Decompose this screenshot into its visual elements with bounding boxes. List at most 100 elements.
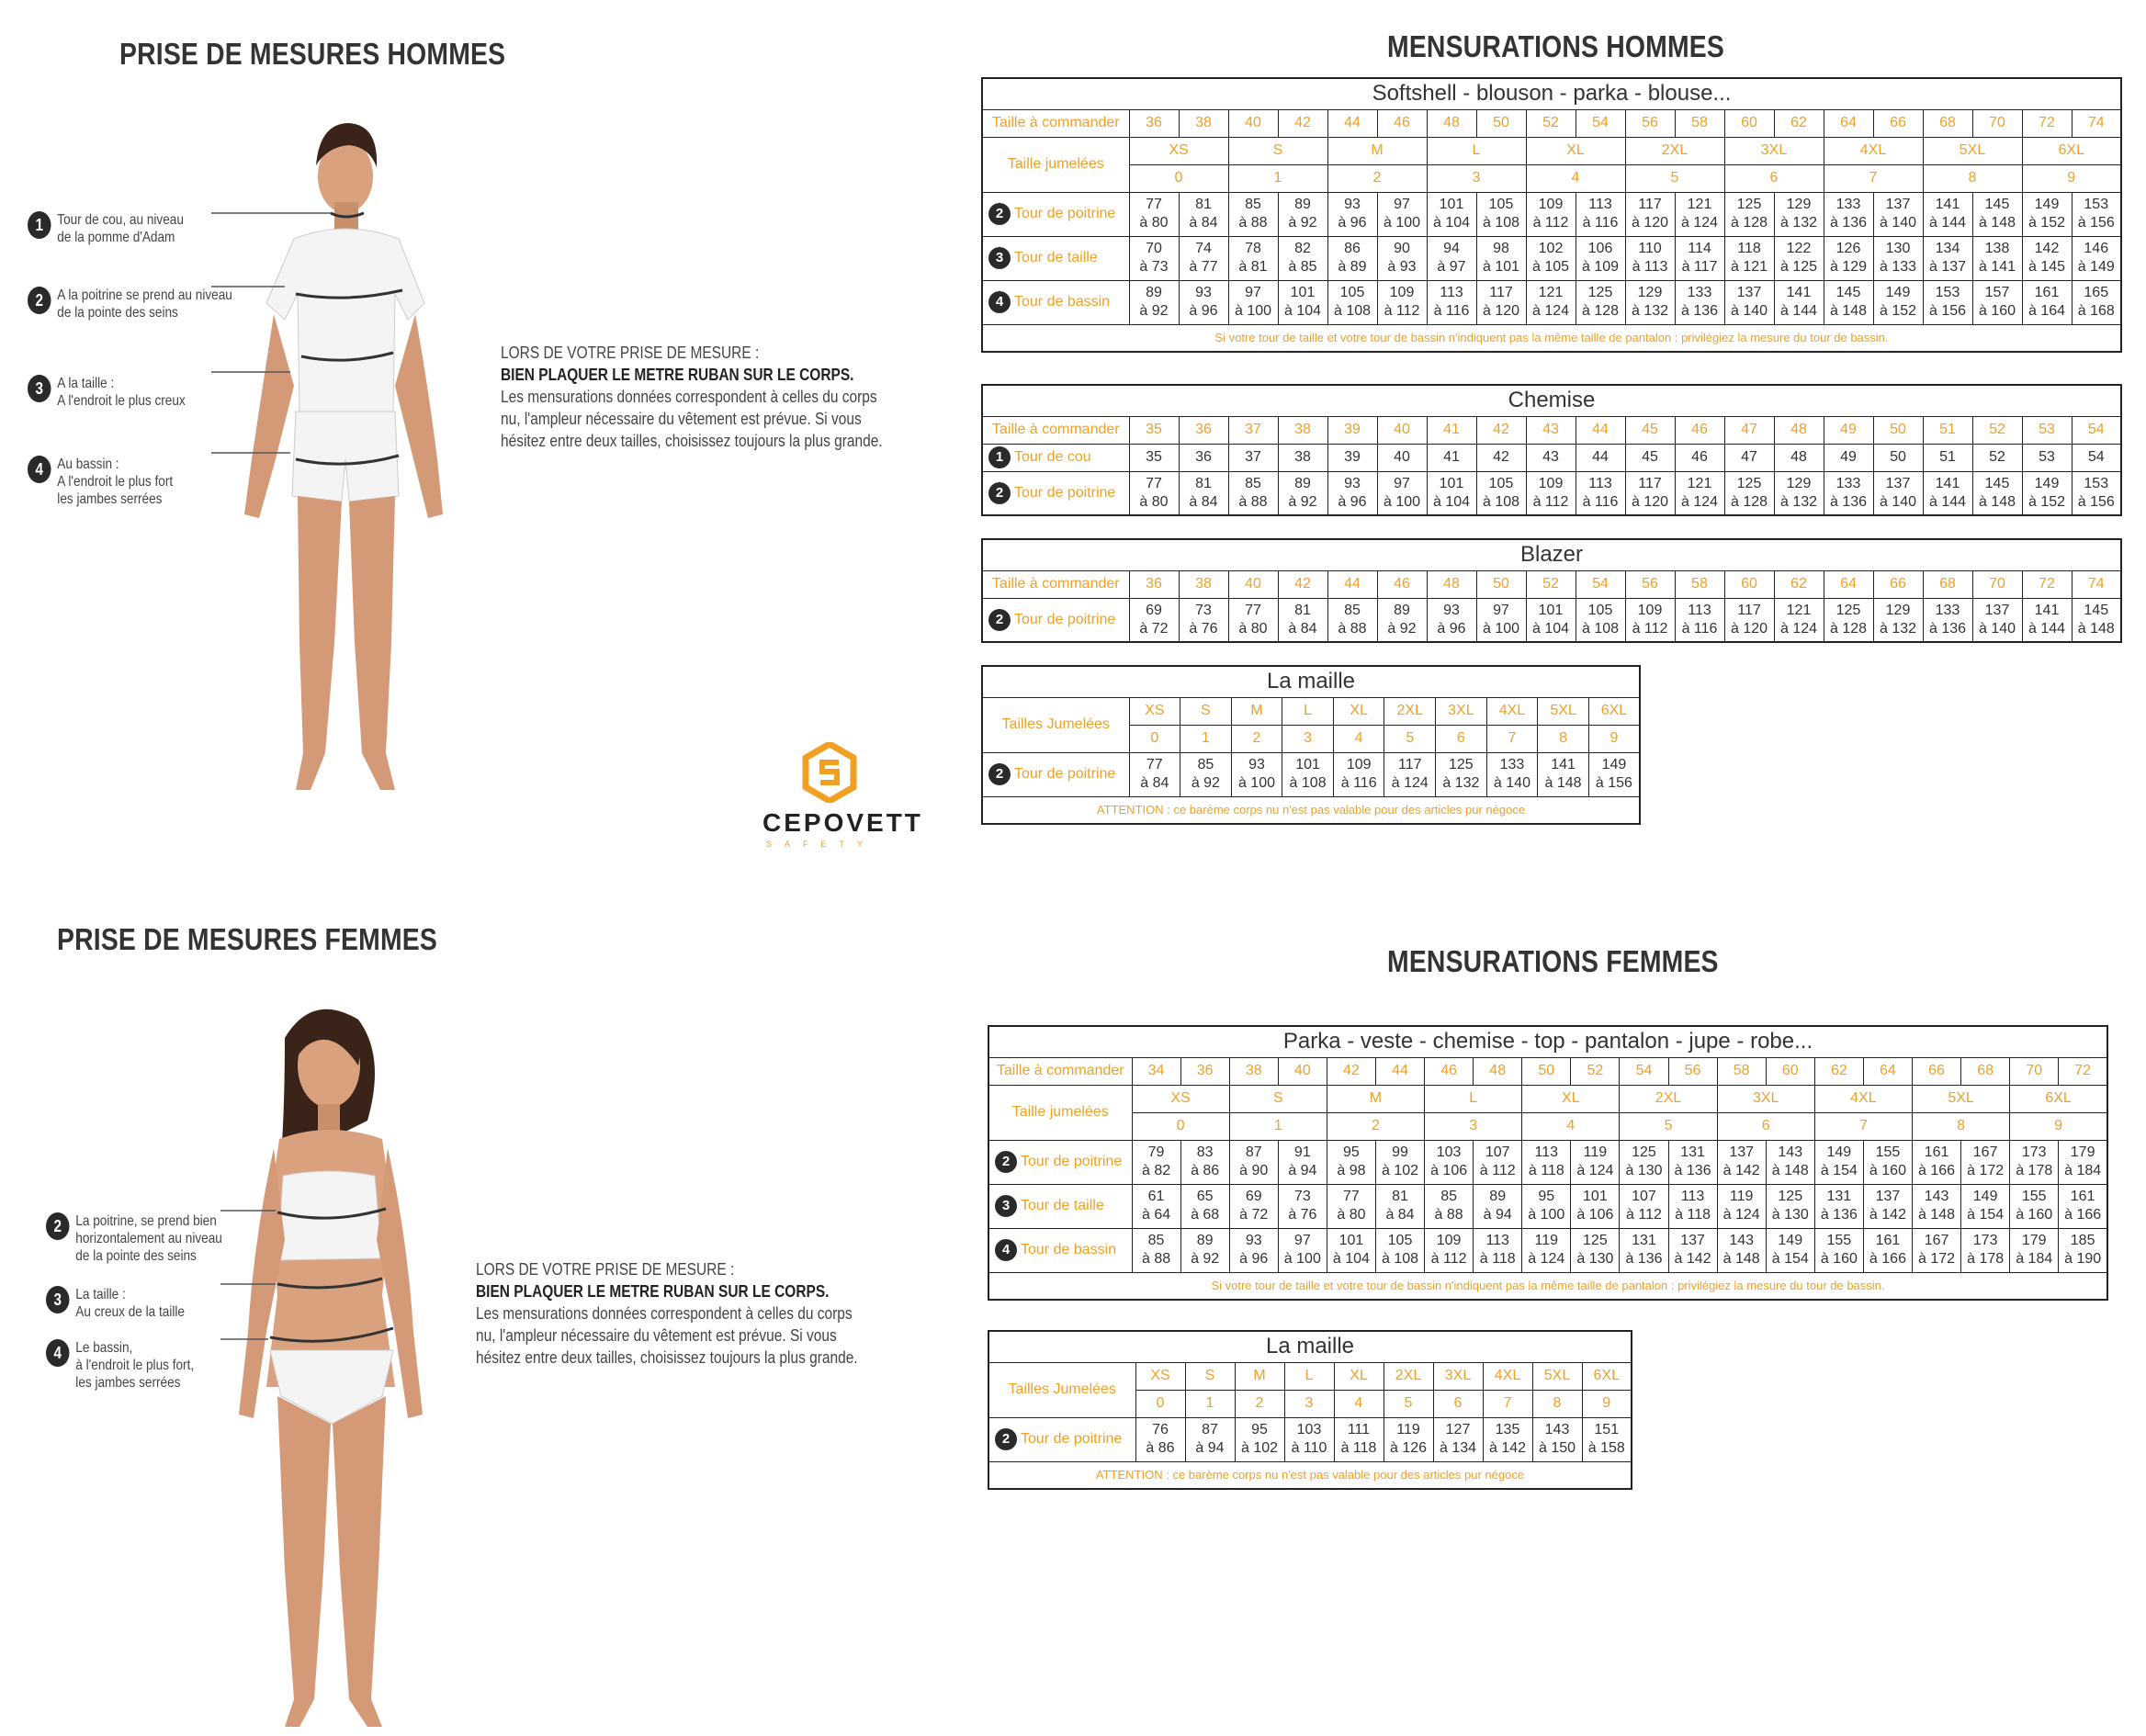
range-max: à 72 xyxy=(1139,620,1169,637)
range-min: 125 xyxy=(1736,197,1762,212)
range-max: à 166 xyxy=(2064,1207,2102,1223)
range-max: à 166 xyxy=(1869,1251,1906,1267)
paired-letter: 3XL xyxy=(1716,1084,1815,1113)
range-min: 129 xyxy=(1786,197,1812,212)
size-cell: 40 xyxy=(1376,443,1428,472)
range-max: à 102 xyxy=(1240,1440,1279,1456)
range-max: à 92 xyxy=(1387,620,1417,637)
paired-letter: 4XL xyxy=(1482,1361,1533,1391)
range-max: à 164 xyxy=(2027,303,2066,319)
range-max: à 84 xyxy=(1140,775,1169,791)
range-min: 97 xyxy=(1394,197,1410,212)
paired-letter: 6XL xyxy=(1587,696,1641,726)
range-max: à 88 xyxy=(1141,1251,1171,1267)
range-min: 145 xyxy=(2084,602,2109,618)
range-min: 106 xyxy=(1587,241,1613,256)
callout-line: les jambes serrées xyxy=(57,491,163,507)
range-max: à 132 xyxy=(1442,775,1480,791)
range-max: à 116 xyxy=(1681,620,1718,637)
range-min: 117 xyxy=(1638,197,1662,212)
range-max: à 116 xyxy=(1433,303,1470,319)
range-max: à 160 xyxy=(2016,1207,2053,1223)
order-size: 48 xyxy=(1426,569,1477,599)
order-size: 50 xyxy=(1872,415,1924,445)
order-size: 50 xyxy=(1475,569,1527,599)
range-min: 126 xyxy=(1835,241,1861,256)
order-size: 36 xyxy=(1128,569,1180,599)
paired-letter: 2XL xyxy=(1384,696,1437,726)
paired-number: 8 xyxy=(1531,1389,1583,1418)
order-size: 45 xyxy=(1624,415,1676,445)
measure-label-text: Tour de taille xyxy=(1021,1198,1104,1213)
paired-letter: 6XL xyxy=(2009,1084,2108,1113)
range-min: 105 xyxy=(1488,475,1514,491)
notice-line: LORS DE VOTRE PRISE DE MESURE : xyxy=(476,1260,735,1279)
range-min: 137 xyxy=(1885,197,1911,212)
range-max: à 178 xyxy=(2016,1163,2053,1178)
order-size: 44 xyxy=(1327,108,1378,138)
range-min: 153 xyxy=(1935,285,1960,300)
order-size: 40 xyxy=(1376,415,1428,445)
range-min: 109 xyxy=(1436,1233,1462,1248)
range-max: à 156 xyxy=(1928,303,1967,319)
range-max: à 140 xyxy=(1879,215,1917,231)
range-min: 87 xyxy=(1202,1422,1218,1437)
range-max: à 124 xyxy=(1680,215,1719,231)
callout-line: Au creux de la taille xyxy=(75,1304,185,1320)
range-max: à 124 xyxy=(1779,620,1818,637)
range-min: 107 xyxy=(1485,1144,1510,1160)
range-min: 133 xyxy=(1935,602,1960,618)
range-max: à 148 xyxy=(1918,1207,1956,1223)
order-label: Taille à commander xyxy=(981,108,1130,138)
range-min: 81 xyxy=(1195,197,1212,212)
range-min: 145 xyxy=(1984,475,2010,491)
range-max: à 112 xyxy=(1384,303,1420,319)
paired-number: 8 xyxy=(1922,163,2023,193)
range-min: 117 xyxy=(1638,475,1662,491)
range-min: 105 xyxy=(1587,602,1613,618)
paired-number: 2 xyxy=(1230,724,1283,753)
range-max: à 124 xyxy=(1531,303,1570,319)
notice-bold: BIEN PLAQUER LE METRE RUBAN SUR LE CORPS… xyxy=(501,366,854,384)
range-max: à 136 xyxy=(1928,620,1967,637)
order-size: 42 xyxy=(1326,1056,1376,1086)
measure-label-text: Tour de poitrine xyxy=(1014,611,1116,627)
callout-number: 2 xyxy=(46,1212,70,1240)
range-max: à 141 xyxy=(1978,259,2016,275)
measure-number: 3 xyxy=(988,247,1011,269)
order-label: Taille à commander xyxy=(981,415,1130,445)
order-size: 64 xyxy=(1823,108,1874,138)
